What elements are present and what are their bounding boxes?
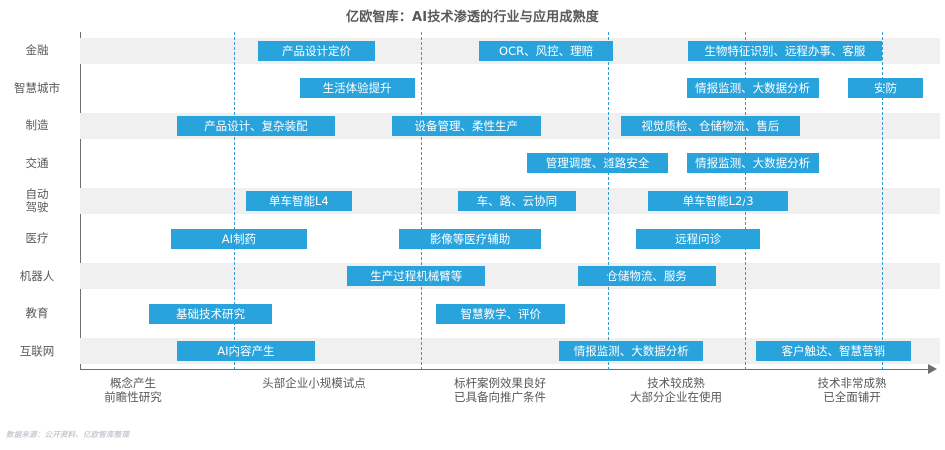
x-axis-arrow-icon: [928, 364, 937, 374]
bar-交通-2[interactable]: 情报监测、大数据分析: [686, 153, 819, 174]
bar-金融-1[interactable]: 产品设计定价: [258, 40, 375, 61]
chart-row-教育: 基础技术研究 智慧教学、评价: [80, 301, 940, 327]
x-axis-caption-line: 前瞻性研究: [104, 390, 162, 404]
y-axis-label-自动驾驶: 自动驾驶: [0, 188, 74, 214]
x-axis-caption-line: 技术较成熟: [647, 376, 705, 390]
x-axis-caption-stage-1: 概念产生前瞻性研究: [38, 376, 228, 404]
gridline-stage-3: [608, 32, 610, 370]
bar-医疗-1[interactable]: AI制药: [170, 228, 308, 249]
bar-制造-1[interactable]: 产品设计、复杂装配: [176, 115, 335, 136]
bar-互联网-2[interactable]: 情报监测、大数据分析: [559, 341, 704, 362]
bar-智慧城市-3[interactable]: 安防: [847, 78, 924, 99]
y-axis-label-line: 医疗: [25, 231, 49, 246]
chart-row-智慧城市: 生活体验提升 情报监测、大数据分析 安防: [80, 75, 940, 101]
gridline-stage-1: [233, 32, 235, 370]
bar-医疗-2[interactable]: 影像等医疗辅助: [399, 228, 541, 249]
y-axis-label-机器人: 机器人: [0, 268, 74, 283]
x-axis-caption-line: 标杆案例效果良好: [454, 376, 546, 390]
chart-row-机器人: 生产过程机械臂等 仓储物流、服务: [80, 263, 940, 290]
y-axis-label-line: 制造: [25, 118, 49, 133]
bar-自动驾驶-1[interactable]: 单车智能L4: [245, 191, 352, 211]
bar-智慧城市-1[interactable]: 生活体验提升: [299, 78, 415, 99]
y-axis-label-交通: 交通: [0, 155, 74, 170]
bar-医疗-3[interactable]: 远程问诊: [635, 228, 761, 249]
y-axis-label-金融: 金融: [0, 44, 74, 57]
x-axis-caption-stage-2: 头部企业小规模试点: [219, 376, 409, 390]
y-axis-label-line: 机器人: [19, 268, 55, 283]
bar-制造-3[interactable]: 视觉质检、仓储物流、售后: [620, 115, 801, 136]
bar-互联网-3[interactable]: 客户触达、智慧营销: [755, 341, 911, 362]
chart-row-交通: 管理调度、道路安全情报监测、大数据分析: [80, 150, 940, 176]
y-axis-label-line: 驾驶: [25, 200, 49, 214]
gridline-stage-4: [744, 32, 746, 370]
chart-row-自动驾驶: 单车智能L4 车、路、云协同 单车智能L2/3: [80, 188, 940, 214]
bar-教育-1[interactable]: 基础技术研究: [149, 303, 272, 324]
y-axis-label-line: 互联网: [19, 343, 55, 358]
chart-row-医疗: AI制药 影像等医疗辅助 远程问诊: [80, 226, 940, 252]
y-axis-label-line: 交通: [25, 155, 49, 170]
x-axis-caption-line: 已具备向推广条件: [454, 390, 546, 404]
x-axis-line: [80, 369, 930, 370]
chart-row-制造: 产品设计、复杂装配 设备管理、柔性生产 视觉质检、仓储物流、售后: [80, 112, 940, 139]
bar-智慧城市-2[interactable]: 情报监测、大数据分析: [686, 78, 819, 99]
bar-交通-1[interactable]: 管理调度、道路安全: [526, 153, 669, 174]
y-axis-label-line: 自动: [25, 187, 49, 201]
footer-divider: [0, 445, 945, 446]
x-axis-caption-line: 已全面铺开: [823, 390, 881, 404]
x-axis-caption-line: 头部企业小规模试点: [262, 376, 366, 390]
bar-自动驾驶-2[interactable]: 车、路、云协同: [457, 191, 577, 211]
gridline-stage-5: [881, 32, 883, 370]
x-axis-caption-line: 技术非常成熟: [817, 376, 887, 390]
bar-制造-2[interactable]: 设备管理、柔性生产: [391, 115, 541, 136]
x-axis-caption-line: 概念产生: [110, 376, 156, 390]
y-axis-label-教育: 教育: [0, 307, 74, 320]
y-axis-label-line: 教育: [25, 306, 49, 321]
gridline-stage-2: [420, 32, 422, 370]
y-axis-label-line: 智慧城市: [14, 80, 60, 95]
bar-机器人-1[interactable]: 生产过程机械臂等: [347, 266, 486, 287]
y-axis-label-互联网: 互联网: [0, 343, 74, 358]
bar-自动驾驶-3[interactable]: 单车智能L2/3: [648, 191, 788, 211]
chart-row-金融: 产品设计定价 OCR、风控、理赔 生物特征识别、远程办事、客服: [80, 37, 940, 64]
y-axis-label-制造: 制造: [0, 119, 74, 132]
bar-金融-3[interactable]: 生物特征识别、远程办事、客服: [688, 40, 882, 61]
x-axis-caption-stage-4: 技术较成熟大部分企业在使用: [581, 376, 771, 404]
chart-row-互联网: AI内容产生 情报监测、大数据分析 客户触达、智慧营销: [80, 338, 940, 365]
bar-金融-2[interactable]: OCR、风控、理赔: [479, 40, 613, 61]
x-axis-caption-line: 大部分企业在使用: [630, 390, 722, 404]
row-band: [80, 263, 940, 290]
x-axis-caption-stage-5: 技术非常成熟已全面铺开: [757, 376, 945, 404]
bar-机器人-2[interactable]: 仓储物流、服务: [577, 266, 716, 287]
bar-教育-2[interactable]: 智慧教学、评价: [436, 303, 566, 324]
y-axis-label-智慧城市: 智慧城市: [0, 80, 74, 95]
chart-title: 亿欧智库：AI技术渗透的行业与应用成熟度: [346, 10, 599, 25]
y-axis-label-line: 金融: [25, 43, 49, 58]
bar-互联网-1[interactable]: AI内容产生: [176, 341, 315, 362]
x-axis-caption-stage-3: 标杆案例效果良好已具备向推广条件: [405, 376, 595, 404]
data-source-note: 数据来源：公开资料、亿欧智库整理: [6, 430, 130, 439]
y-axis-label-医疗: 医疗: [0, 232, 74, 245]
